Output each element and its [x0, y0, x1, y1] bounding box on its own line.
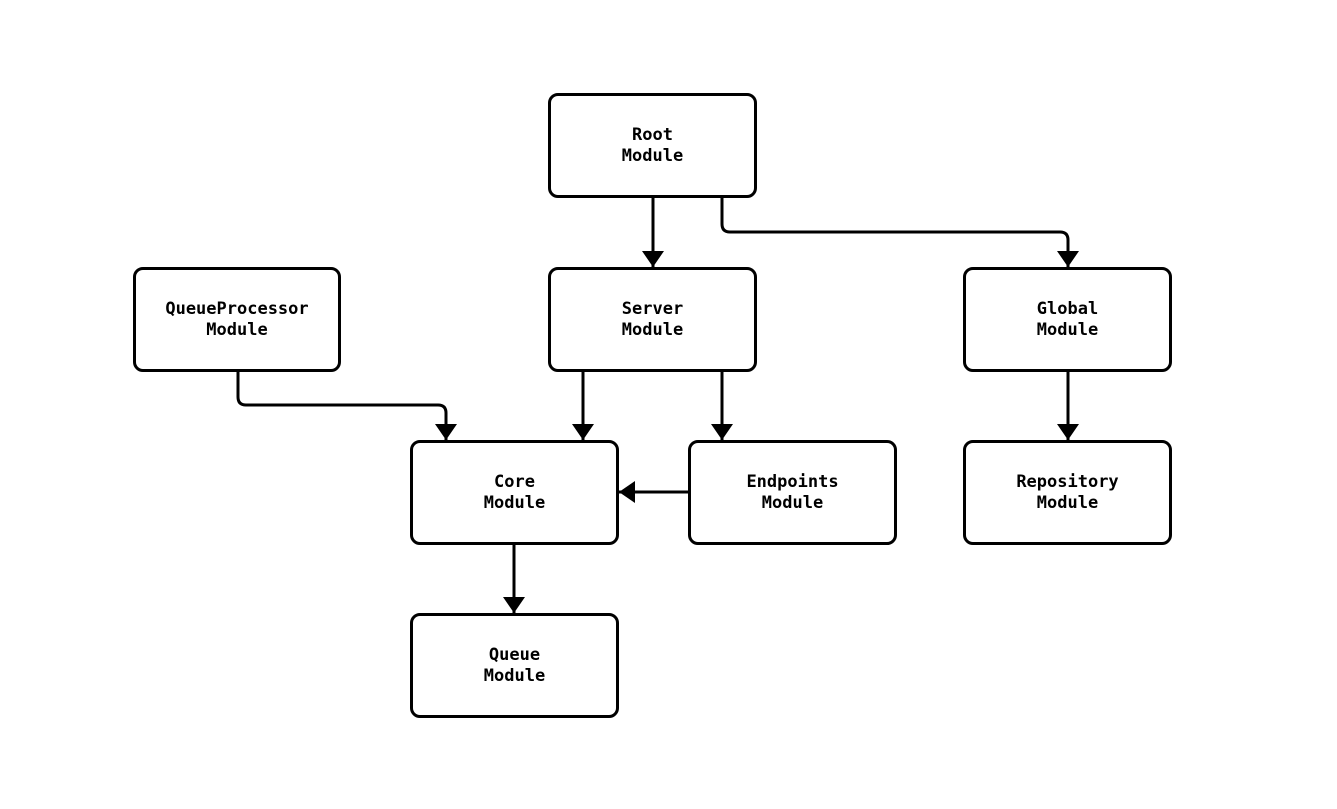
node-endpoints: Endpoints Module [688, 440, 897, 545]
edge-queueprocessor-to-core [236, 372, 457, 440]
node-server: Server Module [548, 267, 757, 372]
node-label: Endpoints Module [746, 471, 839, 513]
node-label: Repository Module [1016, 471, 1119, 513]
node-label: Server Module [621, 298, 684, 340]
node-root: Root Module [548, 93, 757, 198]
node-label: Queue Module [483, 644, 546, 686]
edge-root-to-global [720, 198, 1079, 267]
edges-group [236, 198, 1079, 613]
node-global: Global Module [963, 267, 1172, 372]
node-queueprocessor: QueueProcessor Module [133, 267, 341, 372]
node-queue: Queue Module [410, 613, 619, 718]
node-label: Root Module [621, 124, 684, 166]
node-label: Global Module [1036, 298, 1099, 340]
node-label: Core Module [483, 471, 546, 513]
node-core: Core Module [410, 440, 619, 545]
node-label: QueueProcessor Module [165, 298, 309, 340]
node-repository: Repository Module [963, 440, 1172, 545]
